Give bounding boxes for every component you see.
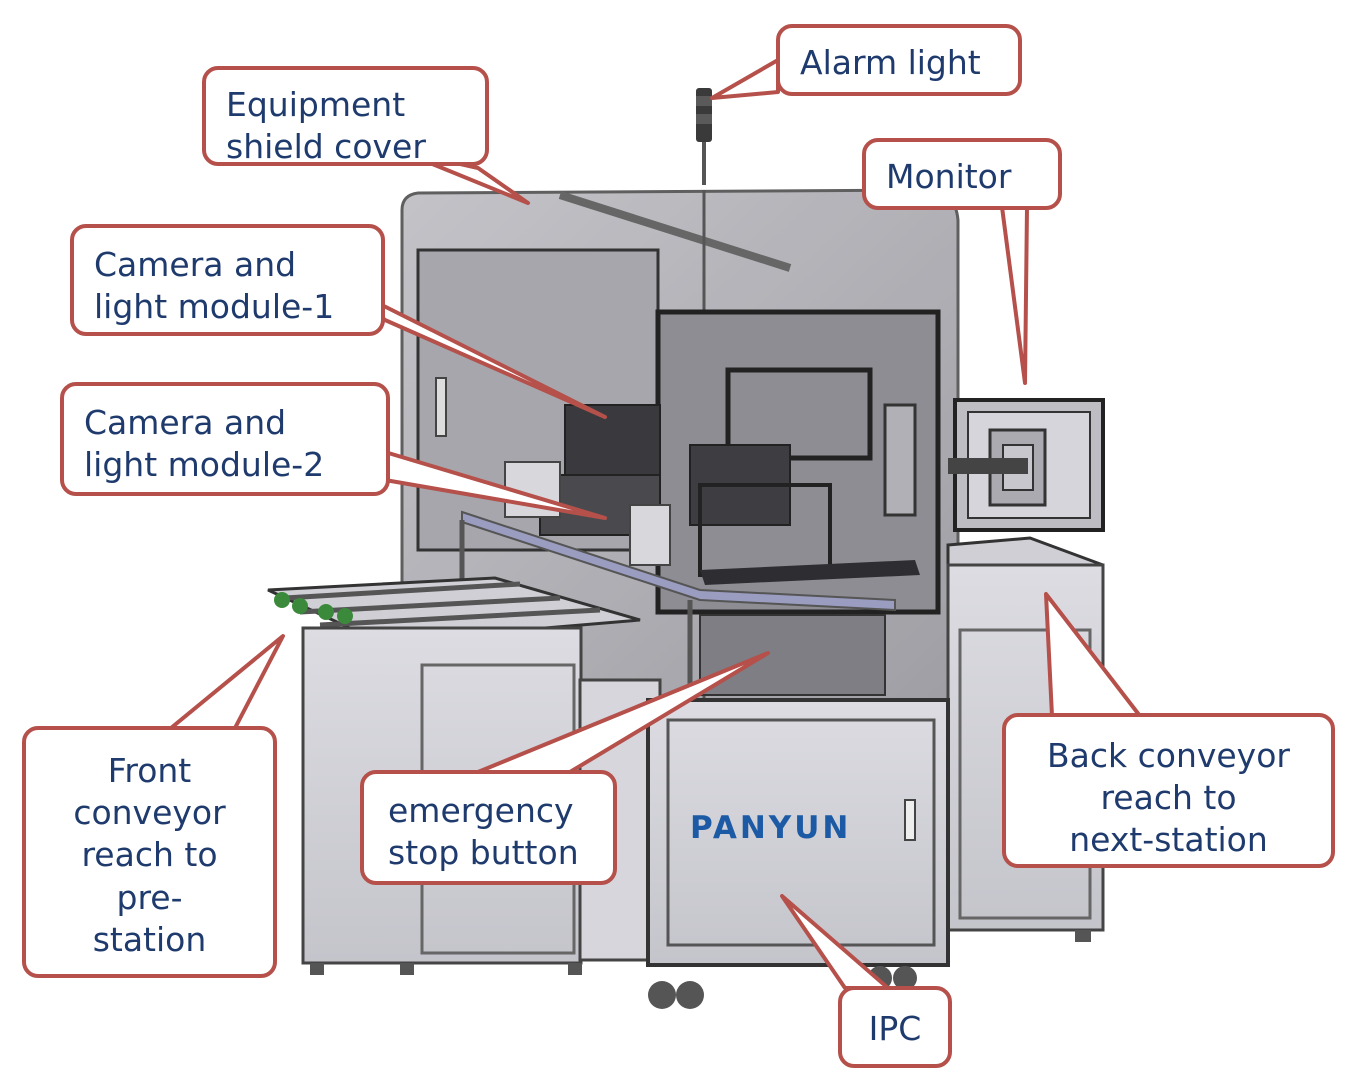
callout-front-conveyor-line-2: conveyor [73,793,226,833]
callout-equipment-shield-line-2: shield cover [226,127,426,167]
ipc-cabinet [646,698,950,1009]
callout-back-conveyor-line-1: Back conveyor [1047,736,1290,775]
callout-front-conveyor-line-3: reach to [81,835,218,875]
callout-alarm-light: Alarm light [776,24,1022,96]
callout-front-conveyor-line-4: pre- [116,877,183,917]
callout-monitor-line-1: Monitor [886,157,1012,196]
callout-equipment-shield-line-1: Equipment [226,85,406,124]
callout-emergency-stop-line-2: stop button [388,833,579,873]
leader-front-conveyor [169,634,285,730]
leader-alarm-light [710,58,780,100]
callout-camera-1-line-2: light module-1 [94,287,335,327]
monitor-shape [948,398,1105,532]
callout-emergency-stop: emergency stop button [360,770,617,885]
callout-back-conveyor-line-3: next-station [1069,820,1268,860]
front-conveyor-shape [267,576,641,644]
callout-monitor: Monitor [862,138,1062,210]
leader-monitor [1000,205,1029,385]
callout-back-conveyor-line-2: reach to [1100,778,1237,818]
callout-front-conveyor: Front conveyor reach to pre- station [22,726,277,978]
callout-ipc: IPC [838,986,952,1068]
callout-front-conveyor-line-5: station [92,919,207,959]
callout-emergency-stop-line-1: emergency [388,791,574,830]
callout-camera-module-2: Camera and light module-2 [60,382,390,496]
callout-camera-1-line-1: Camera and [94,245,297,284]
callout-ipc-line-1: IPC [868,1009,922,1048]
callout-camera-module-1: Camera and light module-1 [70,224,385,336]
callout-alarm-light-line-1: Alarm light [800,43,981,82]
callout-equipment-shield-cover: Equipment shield cover [202,66,489,166]
alarm-light-tower [696,88,712,185]
callout-back-conveyor: Back conveyor reach to next-station [1002,713,1335,868]
callout-camera-2-line-1: Camera and [84,403,287,442]
panyun-logo: PANYUN [690,810,852,846]
callout-front-conveyor-line-1: Front [107,751,192,790]
callout-camera-2-line-2: light module-2 [84,445,325,485]
